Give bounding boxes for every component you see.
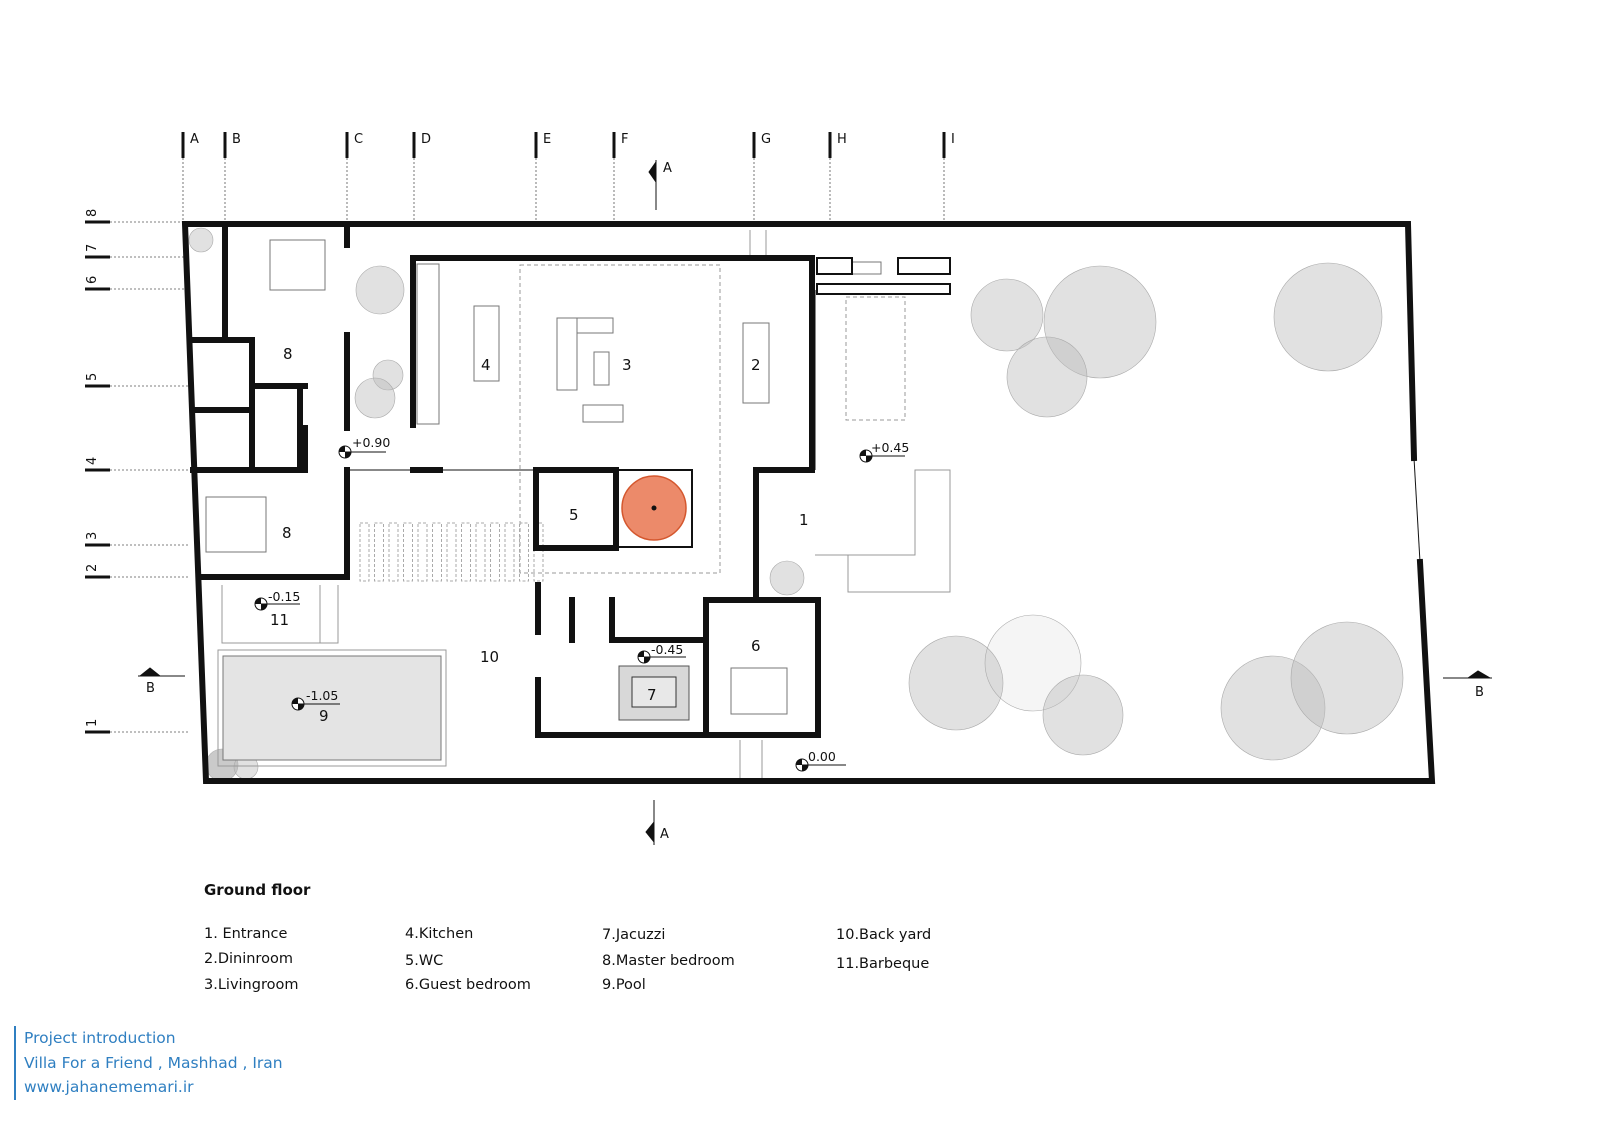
- elevation-jacuzzi: -0.45: [651, 642, 683, 657]
- room-number-wc: 5: [569, 506, 579, 524]
- credits: Project introduction Villa For a Friend …: [14, 1026, 283, 1100]
- room-number-kitchen: 4: [481, 356, 491, 374]
- grid-letter: E: [543, 132, 551, 147]
- room-number-guest: 6: [751, 637, 761, 655]
- legend-item: 2.Dininroom: [204, 951, 293, 967]
- legend-item: 7.Jacuzzi: [602, 927, 666, 943]
- elevation-entry: 0.00: [808, 749, 836, 764]
- legend-item: 1. Entrance: [204, 926, 288, 942]
- legend-item: 11.Barbeque: [836, 956, 930, 972]
- grid-letter: I: [951, 132, 955, 147]
- walls: [181, 221, 1436, 784]
- grid-number: 4: [85, 457, 100, 465]
- elevation-corridor: +0.90: [352, 435, 390, 450]
- credit-line: www.jahanememari.ir: [24, 1078, 194, 1096]
- grid-number: 1: [85, 719, 100, 727]
- staircase: [359, 522, 544, 582]
- grid-markers: A B C D E F G H I 8 7 6 5 4 3 2 1: [85, 132, 955, 734]
- grid-number: 5: [85, 373, 100, 381]
- grid-letter: C: [354, 132, 363, 147]
- trees: [188, 227, 1404, 782]
- room-number-jacuzzi: 7: [647, 686, 657, 704]
- furniture: [205, 239, 951, 715]
- room-number-master-top: 8: [283, 345, 293, 363]
- room-number-dining: 2: [751, 356, 761, 374]
- section-label-left: B: [146, 681, 155, 696]
- section-label-bottom: A: [660, 827, 669, 842]
- elevation-pool: -1.05: [306, 688, 338, 703]
- grid-axes: [110, 158, 945, 733]
- credit-line: Villa For a Friend , Mashhad , Iran: [24, 1053, 283, 1072]
- section-label-top: A: [663, 161, 672, 176]
- room-number-pool: 9: [319, 707, 329, 725]
- legend-item: 4.Kitchen: [405, 926, 474, 942]
- grid-number: 7: [85, 244, 100, 252]
- section-label-right: B: [1475, 685, 1484, 700]
- legend-item: 10.Back yard: [836, 927, 932, 943]
- grid-letter: H: [837, 132, 847, 147]
- elevation-terrace: +0.45: [871, 440, 909, 455]
- elevation-markers: [254, 445, 905, 772]
- room-number-backyard: 10: [480, 648, 499, 666]
- legend-item: 3.Livingroom: [204, 977, 299, 993]
- legend-item: 9.Pool: [602, 977, 646, 993]
- grid-letter: B: [232, 132, 241, 147]
- legend-item: 8.Master bedroom: [602, 953, 735, 969]
- grid-letter: A: [190, 132, 199, 147]
- grid-number: 2: [85, 564, 100, 572]
- room-number-living: 3: [622, 356, 632, 374]
- credit-line: Project introduction: [24, 1029, 176, 1047]
- section-markers: [138, 160, 1492, 845]
- plan-title: Ground floor: [204, 881, 311, 899]
- elevation-barbeque: -0.15: [268, 589, 300, 604]
- grid-number: 3: [85, 532, 100, 540]
- grid-number: 6: [85, 276, 100, 284]
- grid-letter: F: [621, 132, 628, 147]
- grid-number: 8: [85, 209, 100, 217]
- legend-item: 5.WC: [405, 953, 444, 969]
- room-number-entrance: 1: [799, 511, 809, 529]
- room-number-master-bottom: 8: [282, 524, 292, 542]
- pool-water: [222, 655, 442, 761]
- grid-letter: D: [421, 132, 431, 147]
- landscape-lines: [217, 230, 951, 780]
- legend-item: 6.Guest bedroom: [405, 977, 531, 993]
- grid-letter: G: [761, 132, 771, 147]
- room-number-barbeque: 11: [270, 611, 289, 629]
